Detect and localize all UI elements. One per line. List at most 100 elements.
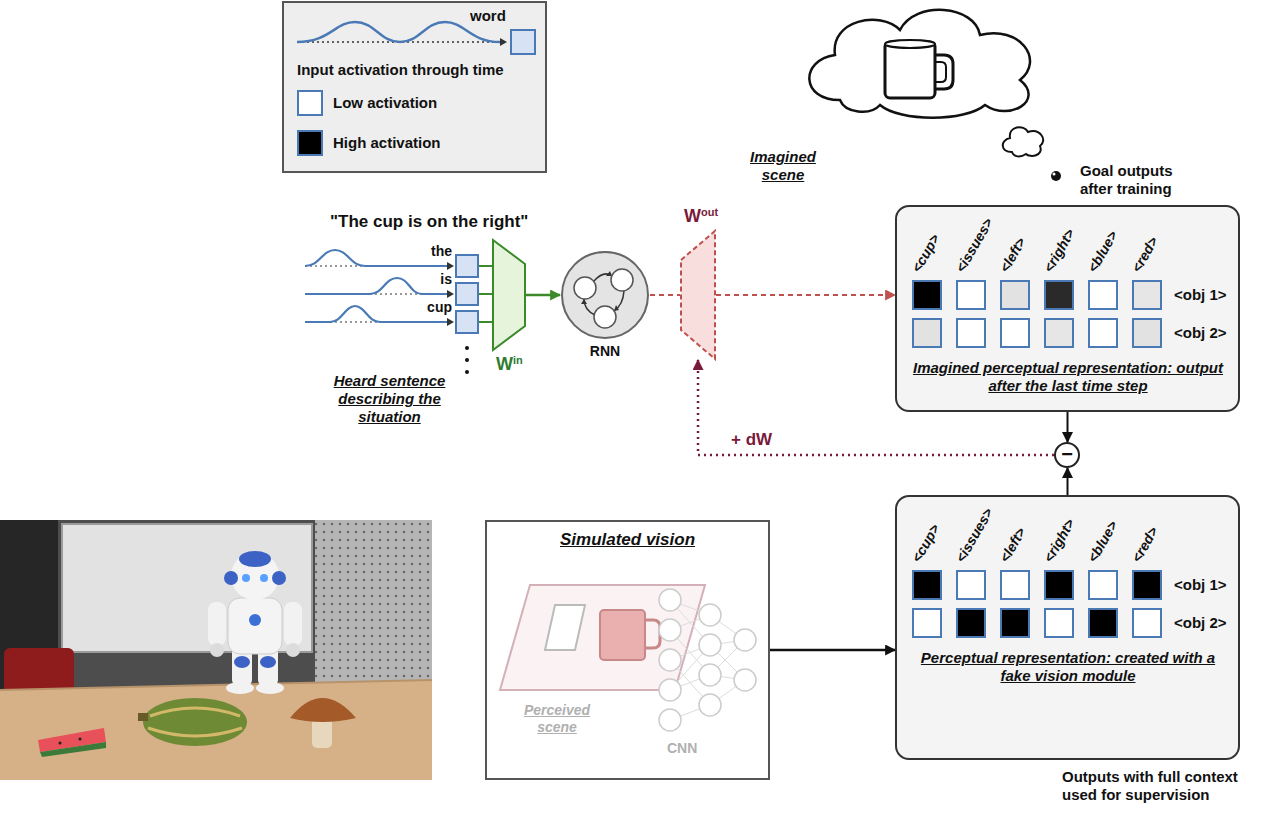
weight-label: Win — [496, 354, 523, 375]
cnn-drawing — [659, 709, 681, 731]
word-input-box: is — [455, 282, 479, 306]
legend-wave-sample — [297, 22, 535, 54]
robot-photo — [40, 742, 106, 757]
cnn-drawing — [699, 694, 721, 716]
vision-module-box: Simulated visionPerceived sceneCNN — [485, 520, 770, 780]
robot-photo — [231, 552, 279, 600]
activation-cell — [912, 280, 942, 310]
module-title: Simulated vision — [487, 530, 768, 550]
column-header: <blue> — [1084, 518, 1120, 565]
robot-photo — [148, 708, 242, 736]
weight-letter: W — [684, 206, 701, 226]
word-activation-waves — [447, 262, 454, 270]
simulated-scene-drawing — [645, 620, 660, 648]
row-label: <obj 1> — [1174, 576, 1227, 594]
column-header: <blue> — [1084, 228, 1120, 275]
activation-cell — [956, 318, 986, 348]
cnn-drawing — [659, 649, 681, 671]
rnn-circle — [611, 269, 633, 291]
column-header: <red> — [1128, 234, 1161, 275]
connector — [650, 294, 680, 296]
edge-label: + dW — [728, 430, 775, 450]
connector — [479, 265, 492, 267]
robot-photo — [79, 738, 82, 741]
robot-photo — [210, 643, 224, 657]
weight-label: Wout — [684, 206, 718, 227]
rnn-node: RNN — [560, 250, 650, 340]
robot-photo — [0, 680, 432, 690]
robot-photo — [226, 682, 254, 694]
rnn-circle — [581, 299, 587, 304]
annotation: Outputs with full context used for super… — [1062, 768, 1252, 804]
word-activation-waves — [305, 250, 469, 374]
column-header: <left> — [996, 525, 1029, 565]
robot-photo — [242, 574, 250, 582]
thought-cloud — [1003, 127, 1043, 156]
column-header: <red> — [1128, 524, 1161, 565]
difference-operator: − — [1054, 442, 1080, 468]
activation-cell — [1044, 318, 1074, 348]
thought-cloud — [885, 40, 935, 48]
robot-photo — [284, 602, 302, 646]
cnn-drawing — [699, 634, 721, 656]
simulated-scene-drawing — [500, 585, 705, 690]
connector — [770, 649, 895, 652]
rnn-label: RNN — [560, 343, 650, 359]
representation-panel: <cup><issues><left><right><blue><red><ob… — [895, 495, 1240, 760]
robot-photo — [249, 614, 261, 626]
legend-swatch — [297, 130, 323, 156]
legend-frame — [283, 2, 546, 172]
robot-photo — [143, 698, 247, 746]
simulated-scene-drawing — [500, 585, 705, 690]
connector — [526, 294, 560, 297]
activation-cell — [956, 280, 986, 310]
activation-cell — [1088, 280, 1118, 310]
activation-cell — [1000, 570, 1030, 600]
robot-photo — [286, 643, 300, 657]
cnn-drawing — [659, 679, 681, 701]
thought-cloud — [1053, 173, 1056, 176]
connector — [1067, 468, 1069, 495]
legend-label: Input activation through time — [297, 60, 504, 80]
robot-photo — [138, 713, 148, 721]
activation-cell — [1132, 608, 1162, 638]
word-activation-waves — [465, 346, 469, 350]
robot-photo — [0, 520, 432, 780]
legend-label: High activation — [333, 133, 441, 153]
word-input-box: the — [455, 254, 479, 278]
robot-photo — [59, 742, 62, 745]
output-weights-trapezoid — [681, 231, 715, 359]
word-activation-waves — [447, 318, 454, 326]
robot-photo — [272, 571, 286, 585]
legend-frame — [283, 2, 546, 172]
weight-superscript: out — [701, 206, 718, 218]
word-activation-waves — [305, 306, 448, 322]
activation-cell — [1132, 318, 1162, 348]
weight-superscript: in — [513, 354, 523, 366]
robot-photo — [239, 551, 271, 567]
legend-label: Low activation — [333, 93, 437, 113]
word-label: the — [431, 243, 452, 259]
legend-wave-sample — [511, 30, 535, 54]
annotation: Imagined scene — [738, 148, 828, 184]
column-header: <cup> — [908, 521, 942, 565]
cnn-drawing — [659, 589, 756, 731]
word-activation-waves — [305, 278, 448, 294]
activation-cell — [1000, 280, 1030, 310]
row-label: <obj 2> — [1174, 324, 1227, 342]
column-header: <right> — [1040, 226, 1078, 275]
rnn-circle — [574, 277, 596, 299]
rnn-circle — [606, 271, 612, 276]
column-header: <issues> — [952, 215, 996, 275]
annotation: Heard sentence describing the situation — [322, 372, 457, 426]
connector — [479, 321, 492, 323]
thought-cloud — [809, 10, 1061, 181]
rnn-circle — [594, 306, 616, 328]
thought-cloud — [935, 55, 953, 89]
annotation: Goal outputs after training — [1080, 162, 1200, 198]
column-header: <cup> — [908, 231, 942, 275]
activation-cell — [912, 570, 942, 600]
rnn-circle — [562, 252, 648, 338]
word-label: cup — [427, 299, 452, 315]
